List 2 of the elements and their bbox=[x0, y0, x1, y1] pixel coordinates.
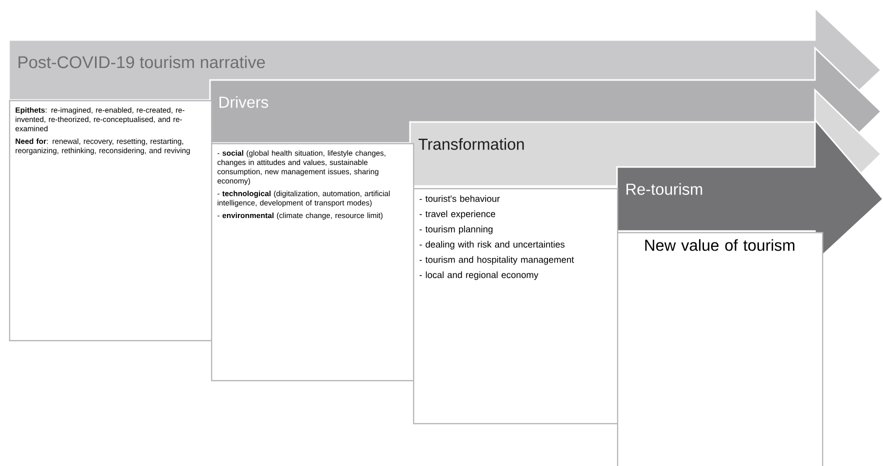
text-box: - tourist's behaviour - travel experience - tourism planning - dealing with risk and uncertainties - tourism and hospitality management - local and regional economy bbox=[413, 188, 618, 424]
text-box: New value of tourism bbox=[617, 232, 824, 466]
